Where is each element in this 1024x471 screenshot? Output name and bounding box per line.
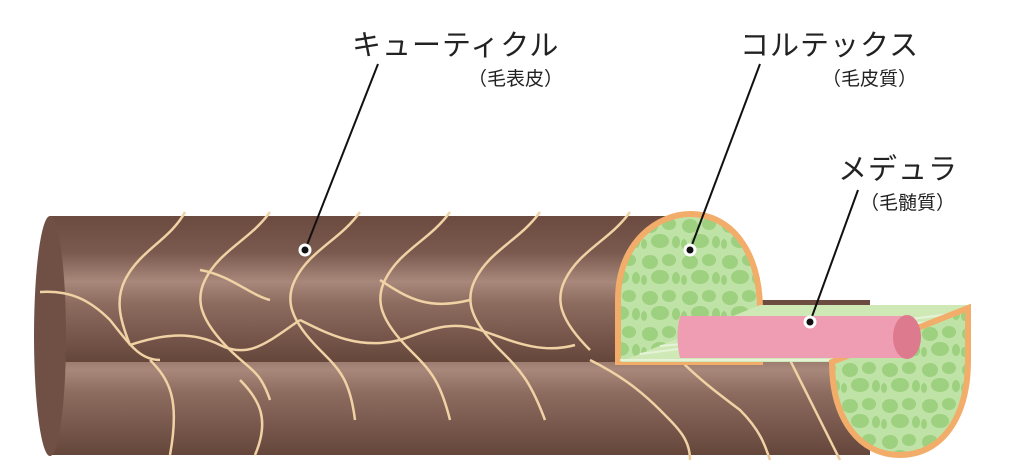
- medulla-pointer-dot: [803, 315, 817, 329]
- cuticle-scales: [39, 211, 842, 461]
- cuticle-sublabel: （毛表皮）: [468, 68, 564, 90]
- cortex-sublabel: （毛皮質）: [822, 68, 918, 90]
- cortex-pointer-dot: [683, 243, 697, 257]
- cuticle-label: キューティクル: [352, 28, 560, 62]
- hair-left-end: [34, 216, 66, 456]
- cortex-lower-section: [828, 303, 971, 459]
- medulla-sublabel: （毛髄質）: [860, 192, 956, 214]
- medulla-rod: [677, 316, 907, 358]
- cortex-label: コルテックス: [740, 28, 920, 62]
- cuticle-pointer-dot: [298, 243, 312, 257]
- medulla-end: [893, 315, 921, 359]
- medulla-label: メデュラ: [838, 152, 959, 186]
- leader-lines: [304, 63, 859, 323]
